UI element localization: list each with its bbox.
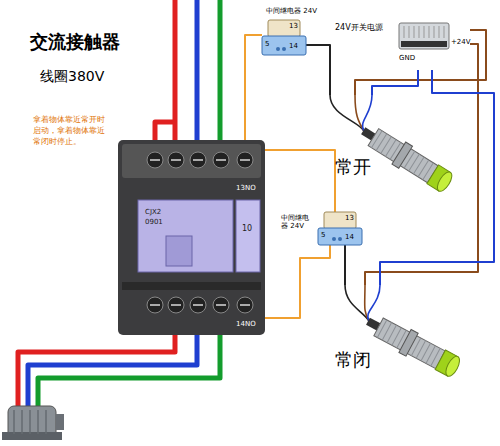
part-label: +24V [451, 38, 471, 46]
part-label: GND [399, 54, 415, 62]
part-label: 中间继电器 24V [281, 214, 315, 230]
part-label: 0901 [145, 218, 163, 226]
part-label: 14 [289, 42, 298, 50]
part-label: 5 [321, 231, 325, 239]
power-supply: 24V开关电源GND+24V [395, 18, 470, 70]
wire [372, 70, 418, 95]
wire [265, 245, 330, 318]
wire [365, 44, 478, 285]
wire [345, 245, 346, 285]
part-label: 常闭 [335, 350, 371, 371]
proximity-sensor: 常闭 [320, 285, 470, 385]
part-label: 14NO [236, 320, 256, 328]
contactor: CJX2 0901 10 13NO 14NO [118, 140, 265, 335]
part-label: CJX2 [145, 208, 161, 216]
proximity-sensor: 常开 [320, 95, 468, 195]
part-label: 13 [289, 22, 298, 30]
coil-voltage: 线圈380V [40, 68, 104, 86]
relay: 中间继电器 24V13514 [318, 212, 362, 245]
wire [306, 45, 330, 95]
title: 交流接触器 [30, 30, 120, 54]
note: 拿着物体靠近常开时启动，拿着物体靠近常闭时停止。 [33, 115, 111, 147]
relay: 中间继电器 24V13514 [262, 20, 306, 55]
contactor-picture [118, 140, 265, 335]
proximity-sensor-picture [320, 95, 468, 195]
wire [245, 35, 262, 140]
part-label: 24V开关电源 [335, 23, 383, 32]
motor [2, 406, 64, 440]
part-label: 13 [345, 214, 354, 222]
wire [380, 70, 494, 285]
part-label: 13NO [236, 184, 256, 192]
part-label: 5 [265, 40, 269, 48]
wire [265, 150, 335, 212]
part-label: 14 [345, 233, 354, 241]
part-label: 中间继电器 24V [266, 7, 317, 15]
relay-picture [262, 20, 306, 55]
part-label: 10 [242, 224, 252, 233]
relay-picture [318, 212, 362, 245]
part-label: 常开 [335, 157, 371, 178]
